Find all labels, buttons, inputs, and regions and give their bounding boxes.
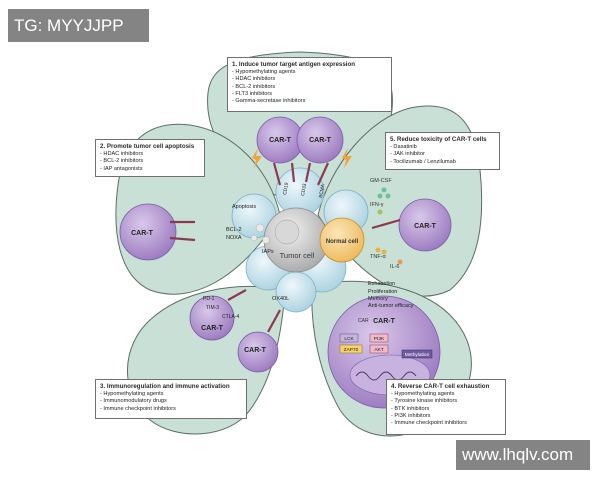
il6-label: IL-6 [390, 264, 399, 270]
panel-4-item: - BTK inhibitors [391, 405, 430, 412]
car-t-label-4: CAR-T [414, 223, 436, 230]
bcma-label: BCMA [318, 183, 326, 198]
iaps-label: IAPs [262, 249, 274, 255]
car-t-label-3: CAR-T [131, 230, 153, 237]
ox40l-label: OX40L [272, 296, 289, 302]
lightning-icons [252, 148, 352, 168]
panel-1-item: - Hypomethylating agents [232, 69, 296, 76]
panel-1-item: - BCL-2 inhibitors [232, 83, 276, 90]
akt-label: AKT [374, 347, 383, 353]
gm-csf-label: GM-CSF [370, 178, 392, 184]
car-receptor-label: CAR [358, 318, 369, 324]
exhaustion-label: Exhaustion [368, 281, 395, 287]
tnf-label: TNF-α [370, 254, 387, 260]
memory-label: Memory [368, 296, 388, 302]
panel-1-title: 1. Induce tumor target antigen expressio… [232, 61, 356, 68]
panel-1-item: - Gamma-secretase inhibitors [232, 98, 306, 105]
car-t-label-5: CAR-T [201, 325, 223, 332]
car-t-cell-left [119, 203, 177, 261]
panel-1-item: - FLT3 inhibitors [232, 90, 272, 97]
normal-cell-label: Normal cell [326, 239, 359, 245]
panel-1-item: - HDAC inhibitors [232, 76, 276, 83]
panel-2-item: - IAP antagonists [100, 165, 143, 172]
car-t-label-7: CAR-T [373, 318, 395, 325]
bcl2-label: BCL-2 [226, 227, 242, 233]
panel-5-item: - Tocilizumab / Lenzilumab [390, 158, 456, 165]
receptor-stems [169, 162, 401, 333]
panel-5-item: - Dasatinib [390, 144, 417, 151]
panel-immunoregulation: 3. Immunoregulation and immune activatio… [95, 379, 247, 419]
panel-4-item: - Hypomethylating agents [391, 391, 455, 398]
car-t-label-1: CAR-T [269, 137, 291, 144]
lck-label: LCK [344, 336, 354, 342]
cd19-label: CD19 [282, 182, 290, 195]
methylation-label: Methylation [405, 352, 430, 358]
panel-3-item: - Immunomodulatory drugs [100, 398, 167, 405]
panel-4-item: - Immune checkpoint inhibitors [391, 420, 467, 427]
zap70-label: ZAP70 [344, 347, 359, 353]
noxa-label: NOXA [226, 235, 242, 241]
panel-2-item: - HDAC inhibitors [100, 151, 144, 158]
car-t-label-6: CAR-T [244, 347, 266, 354]
ctla4-label: CTLA-4 [222, 314, 239, 320]
tumor-cell-label: Tumor cell [280, 251, 315, 260]
car-t-cell-top-right [296, 116, 344, 164]
watermark-top-left: TG: MYYJJPP [8, 9, 149, 42]
pi3k-label: PI3K [374, 336, 385, 342]
panel-3-item: - Immune checkpoint inhibitors [100, 405, 176, 412]
panel-4-item: - PI3K inhibitors [391, 412, 431, 419]
car-t-label-2: CAR-T [309, 137, 331, 144]
panel-2-title: 2. Promote tumor cell apoptosis [100, 143, 195, 150]
apoptosis-label: Apoptosis [232, 204, 256, 210]
panel-induce-antigen: 1. Induce tumor target antigen expressio… [227, 57, 392, 112]
panel-reverse-exhaustion: 4. Reverse CAR-T cell exhaustion - Hypom… [386, 379, 506, 435]
panel-4-title: 4. Reverse CAR-T cell exhaustion [391, 383, 490, 390]
panel-2-item: - BCL-2 inhibitors [100, 158, 144, 165]
anti-tumor-label: Anti-tumor efficacy [368, 303, 414, 309]
car-t-cell-right [398, 198, 452, 252]
car-t-cell-lower-left-2 [237, 331, 279, 373]
car-t-cell-lower-left-1 [189, 295, 235, 341]
cd33-label: CD33 [300, 183, 308, 196]
panel-3-item: - Hypomethylating agents [100, 391, 164, 398]
panel-5-title: 5. Reduce toxicity of CAR-T cells [390, 136, 487, 143]
panel-promote-apoptosis: 2. Promote tumor cell apoptosis - HDAC i… [95, 139, 205, 177]
tim3-label: TIM-3 [206, 305, 219, 311]
panel-4-item: - Tyrosine kinase inhibitors [391, 398, 458, 405]
ifn-label: IFN-γ [370, 202, 384, 208]
panel-reduce-toxicity: 5. Reduce toxicity of CAR-T cells - Dasa… [385, 132, 500, 170]
pd1-label: PD-1 [203, 296, 215, 302]
cytokine-dots [375, 187, 403, 265]
normal-cell [319, 217, 365, 263]
watermark-bottom-right: www.lhqlv.com [456, 440, 590, 470]
panel-3-title: 3. Immunoregulation and immune activatio… [100, 383, 230, 390]
proliferation-label: Proliferation [368, 289, 397, 295]
panel-5-item: - JAK inhibitor [390, 151, 425, 158]
